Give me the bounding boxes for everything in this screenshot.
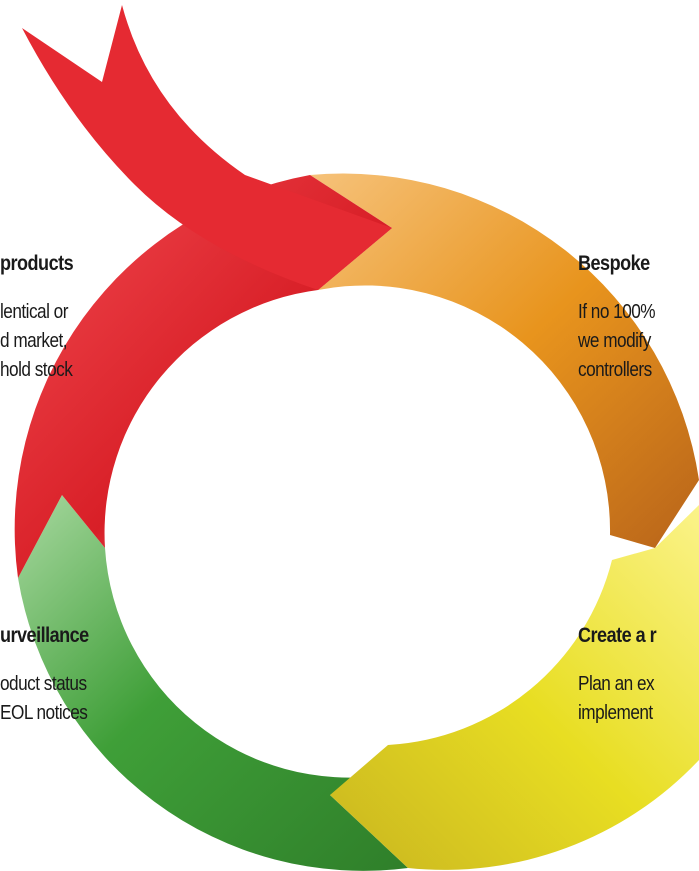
block-left-top-line-3: hold stock [0, 359, 73, 381]
block-left-top: products lentical or d market, hold stoc… [0, 252, 74, 385]
block-right-top: Bespoke If no 100% we modify controllers [578, 252, 656, 385]
block-left-top-heading: products [0, 252, 74, 275]
block-left-bottom-heading: urveillance [0, 624, 89, 647]
block-left-bottom-line-2: EOL notices [0, 702, 88, 724]
block-right-bottom: Create a r Plan an ex implement [578, 624, 657, 728]
block-left-bottom-line-1: oduct status [0, 673, 87, 695]
block-left-top-line-1: lentical or [0, 301, 68, 323]
block-right-top-line-1: If no 100% [578, 301, 656, 323]
cycle-segment-green [18, 495, 408, 871]
block-right-bottom-heading: Create a r [578, 624, 657, 647]
block-right-top-line-3: controllers [578, 359, 652, 381]
block-right-bottom-line-1: Plan an ex [578, 673, 655, 695]
block-right-bottom-line-2: implement [578, 702, 653, 724]
block-left-bottom: urveillance oduct status EOL notices [0, 624, 89, 728]
block-left-top-line-2: d market, [0, 330, 68, 352]
cycle-segment-orange [310, 173, 699, 548]
cycle-segment-yellow [330, 505, 699, 870]
block-right-top-line-2: we modify [578, 330, 651, 352]
cycle-ribbon-tail [22, 5, 392, 290]
block-right-top-heading: Bespoke [578, 252, 650, 275]
